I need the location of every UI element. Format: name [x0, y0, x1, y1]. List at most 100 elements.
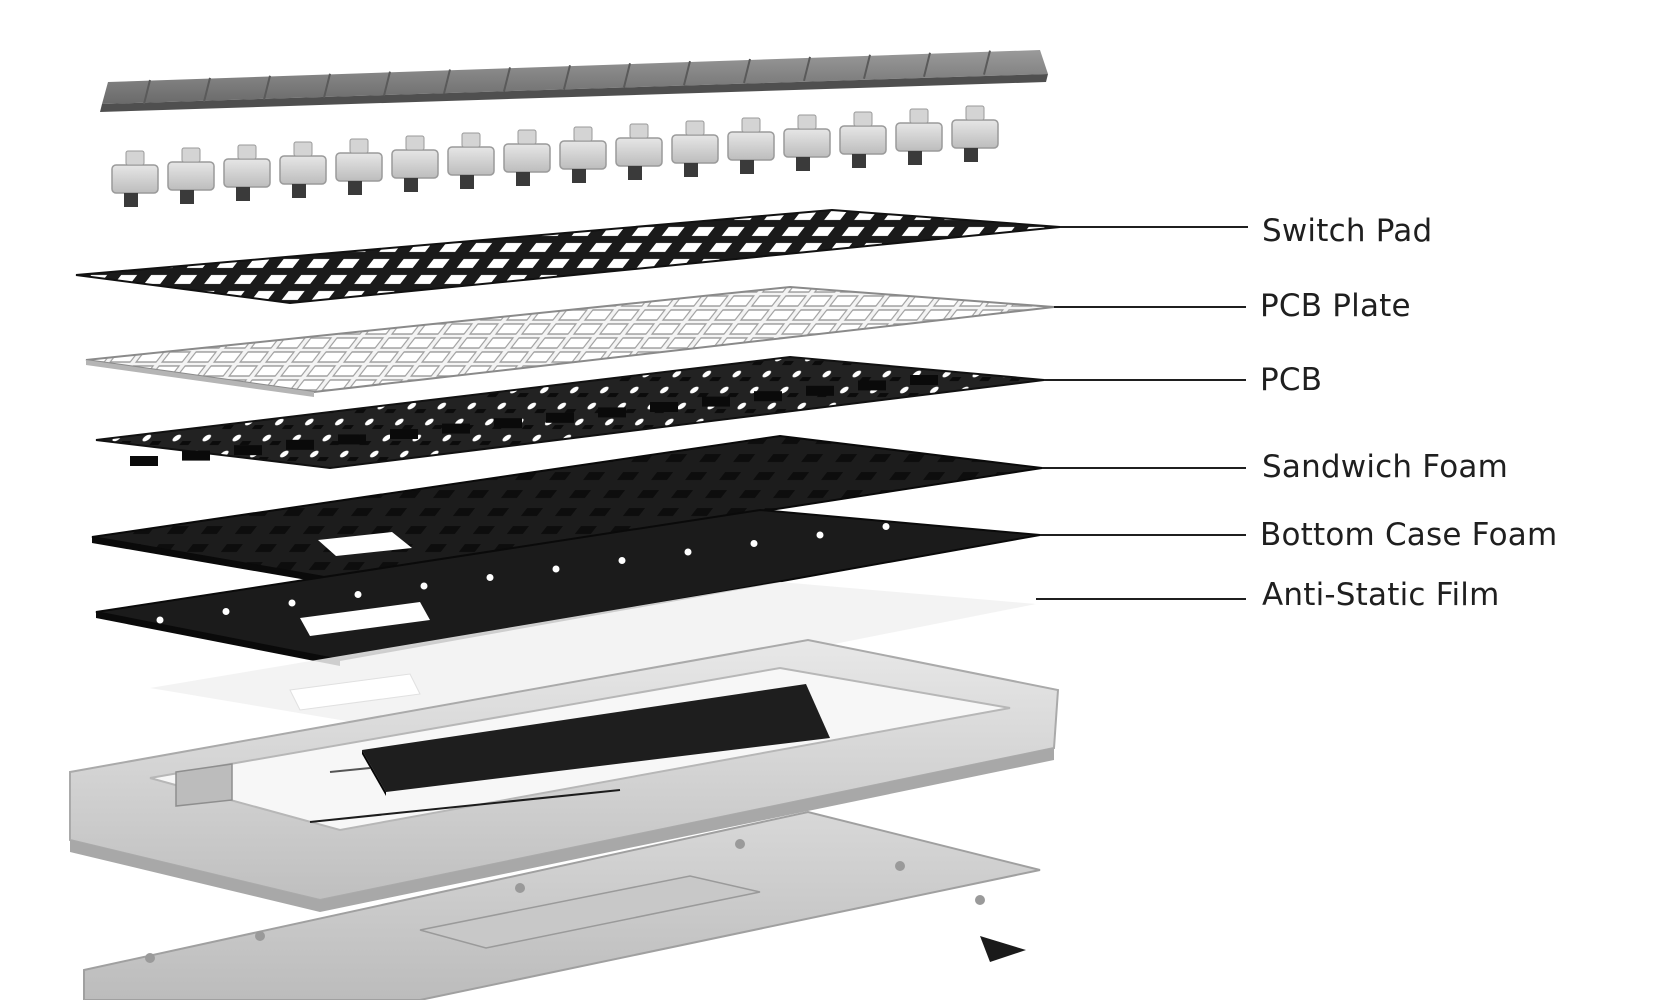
hotswap-socket [910, 375, 938, 385]
leader-lines [1036, 226, 1248, 600]
hotswap-socket [858, 380, 886, 391]
mount-hole [420, 582, 428, 590]
switch-pin [740, 160, 754, 174]
anti-static-film-layer [150, 582, 1036, 730]
switch-stem [685, 120, 705, 136]
switch-stem [237, 144, 257, 160]
screw-standoff [145, 953, 155, 963]
switch-body [951, 119, 999, 149]
hotswap-socket [754, 391, 782, 402]
switch-body [895, 122, 943, 152]
switch-pin [852, 154, 866, 168]
foam-mount-holes [156, 523, 890, 624]
label-sandwich-foam: Sandwich Foam [1262, 449, 1508, 485]
switch-stem [349, 138, 369, 154]
switch-body [839, 125, 887, 155]
hotswap-socket [130, 456, 158, 466]
label-pcb-plate: PCB Plate [1260, 288, 1411, 324]
switch-stem [965, 105, 985, 121]
hotswap-socket [234, 445, 262, 456]
switch-pin [628, 166, 642, 180]
keycaps-layer [100, 50, 1048, 112]
hotswap-socket [650, 402, 678, 412]
switch-body [447, 146, 495, 176]
mount-hole [882, 523, 890, 530]
switch-stem [517, 129, 537, 145]
keycap-ridge [203, 77, 211, 103]
switch-pin [964, 148, 978, 162]
hotswap-socket [494, 418, 522, 429]
switch-pin [404, 178, 418, 192]
switch-body [783, 128, 831, 158]
keycap-ridge [263, 75, 271, 101]
mount-hole [552, 565, 560, 573]
keycap-ridge [863, 54, 871, 80]
switch-pin [516, 172, 530, 186]
screw-standoff [515, 883, 525, 893]
screw-standoff [735, 839, 745, 849]
switch-stem [293, 141, 313, 157]
mount-hole [486, 574, 494, 581]
switch-pin [460, 175, 474, 189]
label-anti-static-film: Anti-Static Film [1262, 577, 1500, 613]
hotswap-socket [702, 396, 730, 407]
keycap-ridge [803, 56, 811, 82]
switch-stem [181, 147, 201, 163]
switch-body [111, 164, 159, 194]
switch-pin [292, 184, 306, 198]
switch-pin [796, 157, 810, 171]
switch-row [111, 105, 999, 207]
keycap-ridge [983, 50, 991, 75]
switch-pin [572, 169, 586, 183]
keycap-ridge [323, 73, 331, 98]
switch-body [503, 143, 551, 173]
mount-hole [354, 591, 362, 598]
mount-hole [816, 531, 824, 539]
keyboard-case [69, 638, 1060, 912]
switch-stem [405, 135, 425, 151]
hotswap-socket [182, 450, 210, 461]
switch-stem [909, 108, 929, 124]
switch-body [615, 137, 663, 167]
keycap-ridge [143, 79, 151, 105]
switch-stem [629, 123, 649, 139]
keycap-ridges [143, 50, 991, 105]
keycap-ridge [923, 52, 931, 77]
hotswap-socket [598, 407, 626, 418]
switch-pin [908, 151, 922, 165]
switch-stem [853, 111, 873, 127]
bottom-plate-feet [145, 839, 985, 963]
switch-body [335, 152, 383, 182]
switch-pad-layer [75, 208, 1061, 305]
switch-pin [348, 181, 362, 195]
switch-body [671, 134, 719, 164]
switch-stem [461, 132, 481, 148]
switch-pin [236, 187, 250, 201]
switch-body [727, 131, 775, 161]
switch-stem [125, 150, 145, 166]
mount-hole [222, 608, 230, 615]
keycap-ridge [443, 69, 451, 94]
hotswap-socket [442, 423, 470, 434]
screw-standoff [255, 931, 265, 941]
hotswap-socket [546, 412, 574, 423]
label-bottom-case-foam: Bottom Case Foam [1260, 517, 1558, 553]
hotswap-socket [338, 434, 366, 445]
switch-body [391, 149, 439, 179]
label-pcb: PCB [1260, 362, 1323, 398]
hotswap-socket [390, 429, 418, 439]
mount-hole [750, 540, 758, 547]
keycap-ridge [383, 71, 391, 96]
keycap-ridge [563, 65, 571, 90]
tilt-foot [980, 936, 1026, 962]
mount-hole [684, 548, 692, 556]
switch-body [279, 155, 327, 185]
hotswap-socket [806, 385, 834, 396]
keycap-ridge [683, 60, 691, 86]
hotswap-socket [286, 439, 314, 450]
switch-stem [573, 126, 593, 142]
switch-stem [797, 114, 817, 130]
switch-body [559, 140, 607, 170]
